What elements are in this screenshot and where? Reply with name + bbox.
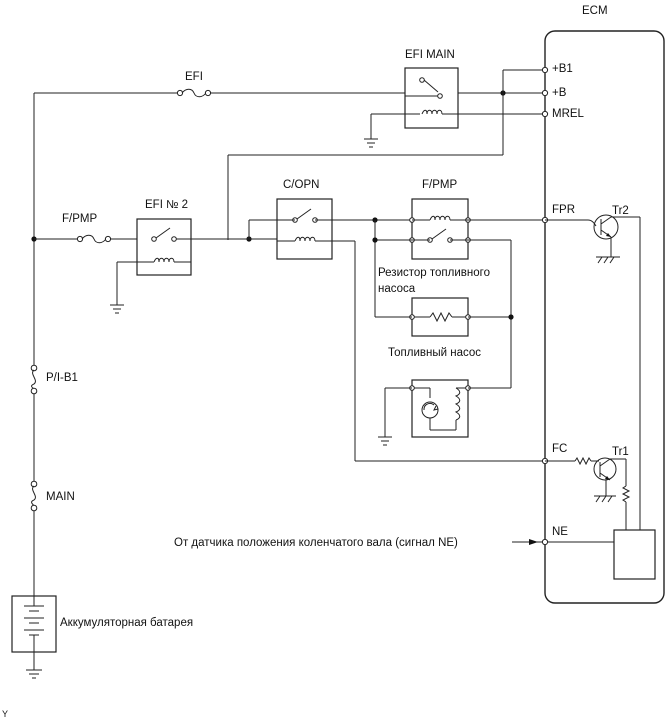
fusible-link-pib1 <box>30 364 38 395</box>
transistor-tr2 <box>545 214 641 530</box>
ecm-box <box>544 30 665 604</box>
battery-label: Аккумуляторная батарея <box>60 617 193 629</box>
battery <box>11 592 57 679</box>
fuse-fpmp <box>76 234 112 244</box>
fuel-pump-resistor <box>409 297 471 337</box>
relay-efi-main <box>404 67 459 129</box>
ecm-pin-b: +B <box>552 87 567 99</box>
ecm-block: ECM +B1 +B MREL FPR FC NE <box>544 5 665 604</box>
corner-mark: Y <box>2 709 8 719</box>
ecm-logic-block <box>613 529 656 580</box>
relay-efi-no2 <box>136 218 192 276</box>
ne-source-label: От датчика положения коленчатого вала (с… <box>174 537 458 549</box>
ecm-pin-mrel: MREL <box>552 108 585 120</box>
relay-efi-main-label: EFI MAIN <box>405 49 455 61</box>
relay-copn <box>276 198 333 260</box>
ecm-pin-b1: +B1 <box>552 63 573 75</box>
relay-fpmp-label: F/PMP <box>422 179 457 191</box>
fuse-pib1-label: P/I-B1 <box>46 372 78 384</box>
relay-efi-no2-label: EFI № 2 <box>145 199 188 211</box>
ne-arrow <box>529 539 538 545</box>
resistor-label-line2: насоса <box>378 283 416 295</box>
fuse-fpmp-label: F/PMP <box>62 213 97 225</box>
resistor-label-line1: Резистор топливного <box>378 267 490 279</box>
tr1-label: Tr1 <box>612 446 629 458</box>
ecm-pin-ne: NE <box>552 526 568 538</box>
tr2-label: Tr2 <box>612 205 629 217</box>
fuse-main-label: MAIN <box>46 491 75 503</box>
fuel-pump-label: Топливный насос <box>388 347 481 359</box>
relay-copn-label: C/OPN <box>283 179 319 191</box>
relay-fpmp <box>409 198 471 260</box>
transistor-tr1 <box>545 456 631 530</box>
ecm-pin-fpr: FPR <box>552 204 575 216</box>
ecm-title: ECM <box>582 5 608 17</box>
fuel-pump <box>409 379 471 438</box>
fuse-efi <box>176 88 212 98</box>
fuse-efi-label: EFI <box>185 71 203 83</box>
fusible-link-main <box>30 480 38 512</box>
ecm-pin-fc: FC <box>552 443 567 455</box>
